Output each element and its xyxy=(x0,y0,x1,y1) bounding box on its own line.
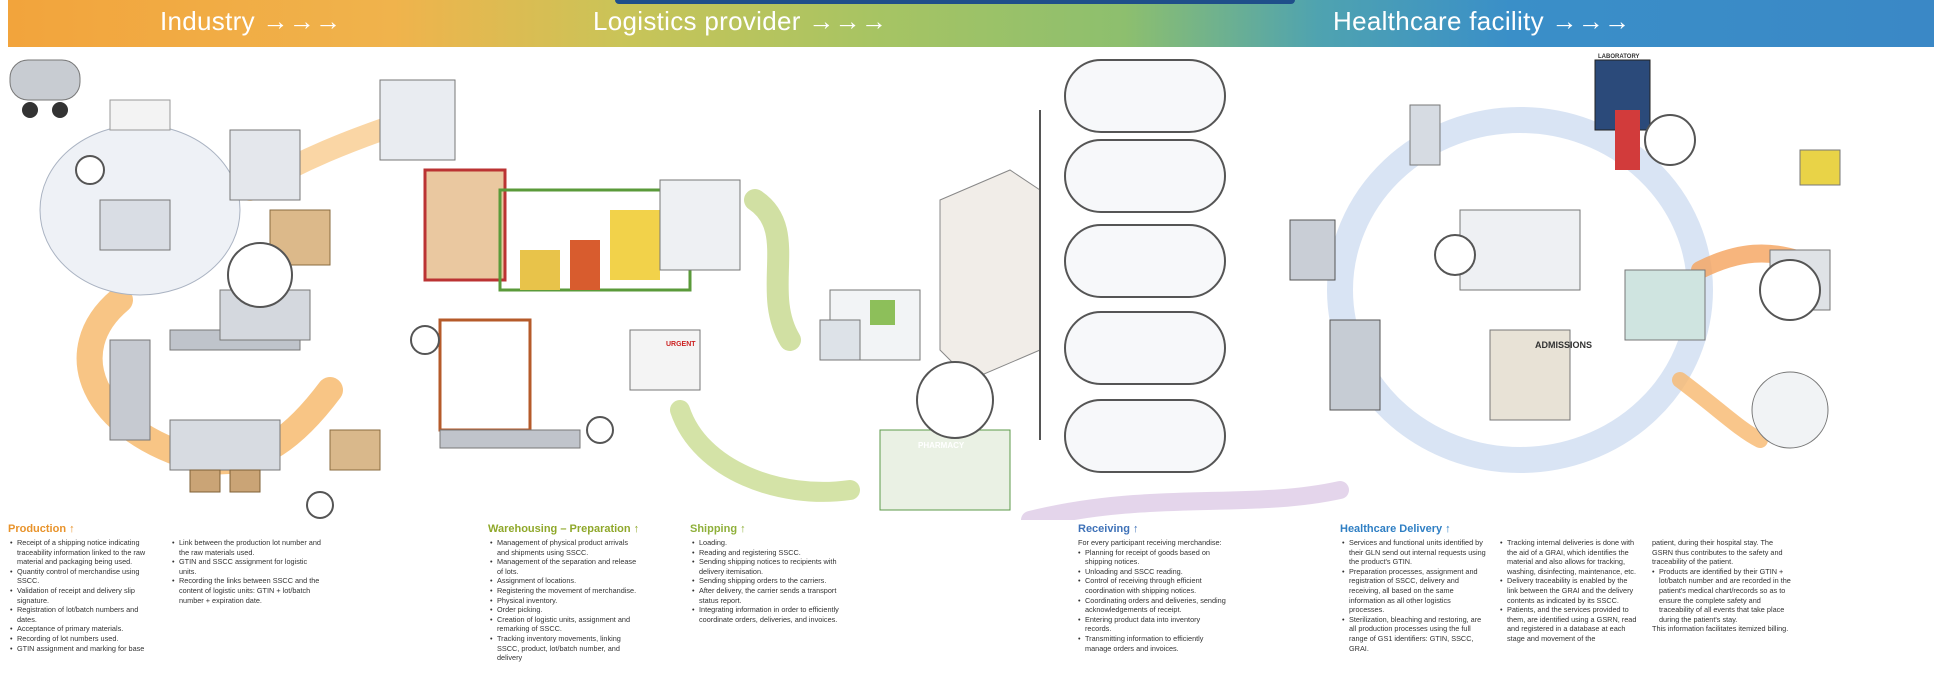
list-item: Patients, and the services provided to t… xyxy=(1500,605,1640,643)
list-item: Control of receiving through efficient c… xyxy=(1078,576,1228,595)
flow-ribbon-shipping xyxy=(670,400,860,502)
list-item: Tracking inventory movements, linking SS… xyxy=(490,634,640,663)
banner-notch xyxy=(615,0,1295,4)
receiving-intro: For every participant receiving merchand… xyxy=(1078,538,1222,547)
banner-logistics-provider: Logistics provider →→→ xyxy=(593,6,888,36)
list-item: Registering the movement of merchandise. xyxy=(490,586,640,596)
flow-ribbon-logistics xyxy=(744,189,801,351)
list-item: Preparation processes, assignment and re… xyxy=(1342,567,1487,615)
list-item: Loading. xyxy=(692,538,842,548)
admissions-label: ADMISSIONS xyxy=(1535,340,1592,350)
list-item: Sterilization, bleaching and restoring, … xyxy=(1342,615,1487,653)
production-list-2: Link between the production lot number a… xyxy=(172,538,322,605)
industry-scene xyxy=(9,59,381,519)
flow-ribbon-receiving xyxy=(1021,481,1349,520)
healthcare-col-2: Tracking internal deliveries is done wit… xyxy=(1500,538,1640,644)
healthcare-list-3: Products are identified by their GTIN + … xyxy=(1652,567,1792,625)
list-item: Products are identified by their GTIN + … xyxy=(1652,567,1792,625)
list-item: After delivery, the carrier sends a tran… xyxy=(692,586,842,605)
list-item: Order picking. xyxy=(490,605,640,615)
list-item: Management of physical product arrivals … xyxy=(490,538,640,557)
banner-healthcare-facility: Healthcare facility →→→ xyxy=(1333,6,1631,36)
production-col-2: Link between the production lot number a… xyxy=(172,538,322,605)
list-item: GTIN assignment and marking for base xyxy=(10,644,160,654)
list-item: Link between the production lot number a… xyxy=(172,538,322,557)
healthcare-list-2: Tracking internal deliveries is done wit… xyxy=(1500,538,1640,644)
production-col-1: Receipt of a shipping notice indicating … xyxy=(10,538,160,653)
pharmacy-label: PHARMACY xyxy=(918,441,965,450)
list-item: Management of the separation and release… xyxy=(490,557,640,576)
list-item: Sending shipping notices to recipients w… xyxy=(692,557,842,576)
warehousing-col: Management of physical product arrivals … xyxy=(490,538,640,663)
receiving-scene xyxy=(819,169,1041,511)
supply-chain-illustration: ADMISSIONS LABORATORY PHARMACY URGENT xyxy=(9,54,1841,520)
healthcare-col-3-outro: This information facilitates itemized bi… xyxy=(1652,624,1789,634)
list-item: Recording of lot numbers used. xyxy=(10,634,160,644)
list-item: Sending shipping orders to the carriers. xyxy=(692,576,842,586)
banner-industry: Industry →→→ xyxy=(160,6,342,36)
list-item: Services and functional units identified… xyxy=(1342,538,1487,567)
list-item: Quantity control of merchandise using SS… xyxy=(10,567,160,586)
list-item: Integrating information in order to effi… xyxy=(692,605,842,624)
list-item: Acceptance of primary materials. xyxy=(10,624,160,634)
receiving-departments xyxy=(1039,59,1226,473)
list-item: Tracking internal deliveries is done wit… xyxy=(1500,538,1640,576)
list-item: Reading and registering SSCC. xyxy=(692,548,842,558)
list-item: Transmitting information to efficiently … xyxy=(1078,634,1228,653)
section-production-title: Production ↑ xyxy=(8,523,75,535)
warehousing-list: Management of physical product arrivals … xyxy=(490,538,640,663)
receiving-col: For every participant receiving merchand… xyxy=(1078,538,1228,653)
list-item: Validation of receipt and delivery slip … xyxy=(10,586,160,605)
list-item: Entering product data into inventory rec… xyxy=(1078,615,1228,634)
healthcare-col-3: patient, during their hospital stay. The… xyxy=(1652,538,1792,634)
section-receiving-title: Receiving ↑ xyxy=(1078,523,1139,535)
section-warehousing-title: Warehousing – Preparation ↑ xyxy=(488,523,640,535)
healthcare-col-1: Services and functional units identified… xyxy=(1342,538,1487,653)
laboratory-label: LABORATORY xyxy=(1598,54,1640,60)
list-item: Delivery traceability is enabled by the … xyxy=(1500,576,1640,605)
list-item: Creation of logistic units, assignment a… xyxy=(490,615,640,634)
list-item: Recording the links between SSCC and the… xyxy=(172,576,322,605)
shipping-list: Loading.Reading and registering SSCC.Sen… xyxy=(692,538,842,624)
healthcare-col-3-intro: patient, during their hospital stay. The… xyxy=(1652,538,1783,567)
section-healthcare-title: Healthcare Delivery ↑ xyxy=(1340,523,1451,535)
receiving-list: Planning for receipt of goods based on s… xyxy=(1078,548,1228,654)
urgent-label: URGENT xyxy=(666,341,696,348)
list-item: Registration of lot/batch numbers and da… xyxy=(10,605,160,624)
production-list-1: Receipt of a shipping notice indicating … xyxy=(10,538,160,653)
list-item: Physical inventory. xyxy=(490,596,640,606)
header-banner xyxy=(8,0,1934,47)
warehouse-scene xyxy=(379,79,741,449)
healthcare-list-1: Services and functional units identified… xyxy=(1342,538,1487,653)
list-item: GTIN and SSCC assignment for logistic un… xyxy=(172,557,322,576)
flow-ribbon-hospital-orange-2 xyxy=(1672,372,1768,448)
list-item: Planning for receipt of goods based on s… xyxy=(1078,548,1228,567)
healthcare-scene xyxy=(1289,59,1841,449)
list-item: Receipt of a shipping notice indicating … xyxy=(10,538,160,567)
shipping-col: Loading.Reading and registering SSCC.Sen… xyxy=(692,538,842,624)
list-item: Assignment of locations. xyxy=(490,576,640,586)
section-shipping-title: Shipping ↑ xyxy=(690,523,746,535)
list-item: Unloading and SSCC reading. xyxy=(1078,567,1228,577)
list-item: Coordinating orders and deliveries, send… xyxy=(1078,596,1228,615)
